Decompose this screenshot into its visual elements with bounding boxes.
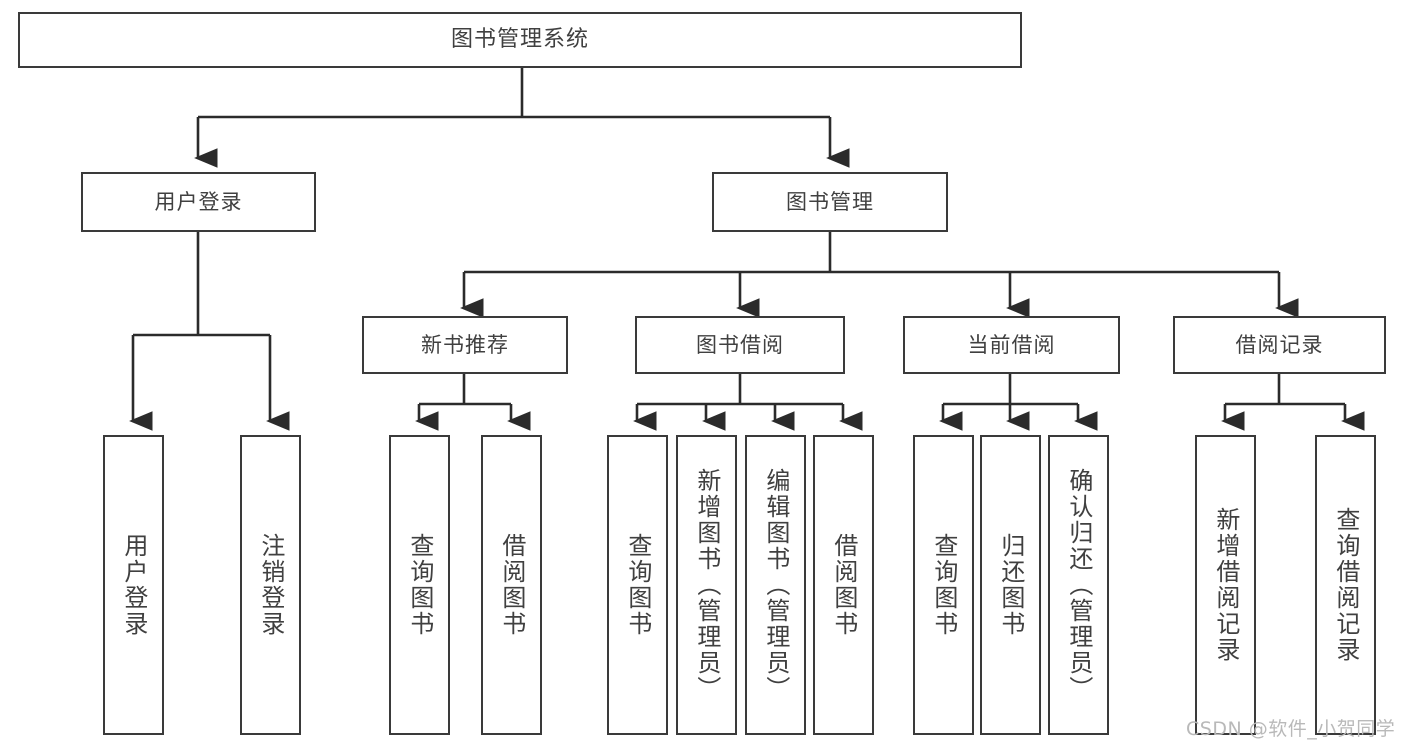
node-label: 新增借阅记录 [1211,507,1240,663]
node-label: 确认归还（管理员） [1064,468,1093,702]
node-label: 当前借阅 [967,332,1056,357]
node-label: 查询图书 [623,533,652,637]
node-label: 借阅图书 [829,533,858,637]
leaf-current-return-book[interactable]: 归还图书 [980,435,1041,735]
node-label: 编辑图书（管理员） [761,468,790,702]
node-label: 图书管理 [786,189,874,214]
leaf-borrow-edit-book-admin[interactable]: 编辑图书（管理员） [745,435,806,735]
csdn-watermark: CSDN @软件_小贺同学 [1186,718,1396,740]
leaf-user-login-logout[interactable]: 注销登录 [240,435,301,735]
node-label: 注销登录 [256,533,285,637]
node-current-borrow[interactable]: 当前借阅 [903,316,1120,374]
node-label: 新增图书（管理员） [692,468,721,702]
node-root-system[interactable]: 图书管理系统 [18,12,1022,68]
node-book-borrow[interactable]: 图书借阅 [635,316,845,374]
node-label: 查询图书 [929,533,958,637]
leaf-recommend-borrow-book[interactable]: 借阅图书 [481,435,542,735]
node-label: 借阅记录 [1235,332,1324,357]
leaf-current-confirm-return-admin[interactable]: 确认归还（管理员） [1048,435,1109,735]
leaf-borrow-add-book-admin[interactable]: 新增图书（管理员） [676,435,737,735]
node-label: 查询借阅记录 [1331,507,1360,663]
node-book-management[interactable]: 图书管理 [712,172,948,232]
leaf-record-add-record[interactable]: 新增借阅记录 [1195,435,1256,735]
leaf-recommend-query-book[interactable]: 查询图书 [389,435,450,735]
node-label: 用户登录 [119,533,148,637]
leaf-user-login-login[interactable]: 用户登录 [103,435,164,735]
node-label: 借阅图书 [497,533,526,637]
node-borrow-record[interactable]: 借阅记录 [1173,316,1386,374]
node-label: 图书管理系统 [450,27,589,53]
node-label: 新书推荐 [421,332,509,357]
node-label: 图书借阅 [696,332,784,357]
leaf-record-query-record[interactable]: 查询借阅记录 [1315,435,1376,735]
node-label: 用户登录 [154,189,243,214]
leaf-borrow-query-book[interactable]: 查询图书 [607,435,668,735]
leaf-borrow-borrow-book[interactable]: 借阅图书 [813,435,874,735]
node-new-book-recommend[interactable]: 新书推荐 [362,316,568,374]
node-user-login[interactable]: 用户登录 [81,172,316,232]
leaf-current-query-book[interactable]: 查询图书 [913,435,974,735]
node-label: 查询图书 [405,533,434,637]
node-label: 归还图书 [996,533,1025,637]
